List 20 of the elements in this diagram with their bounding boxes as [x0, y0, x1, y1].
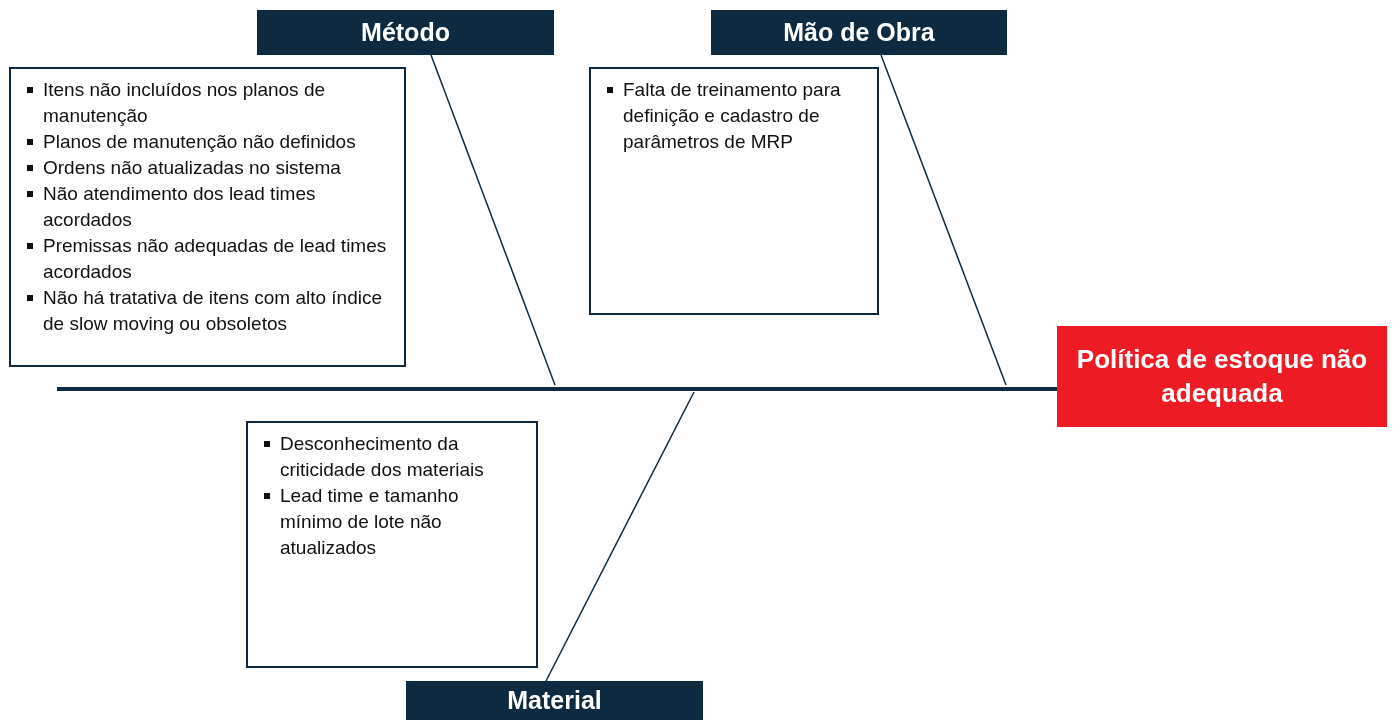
- cause-text: Não há tratativa de itens com alto índice de slow moving ou obsoletos: [43, 287, 383, 334]
- category-header: Material: [406, 681, 703, 720]
- cause-text: Itens não incluídos nos planos de manutenção: [43, 79, 326, 126]
- cause-text: Premissas não adequadas de lead times acordados: [43, 235, 387, 282]
- spine-line: [57, 387, 1057, 391]
- bone-line: [430, 54, 556, 386]
- cause-text: Ordens não atualizadas no sistema: [43, 157, 341, 178]
- cause-box: [589, 67, 879, 315]
- cause-text: Desconhecimento da criticidade dos materiais: [280, 433, 484, 480]
- effect-box: Política de estoque não adequada: [1057, 326, 1387, 427]
- cause-text: Planos de manutenção não definidos: [43, 131, 356, 152]
- cause-text: Falta de treinamento para definição e cadastro de parâmetros de MRP: [623, 79, 841, 152]
- cause-box: [246, 421, 538, 668]
- cause-box: [9, 67, 406, 367]
- bone-line: [545, 391, 695, 682]
- category-header: Mão de Obra: [711, 10, 1007, 55]
- cause-text: Lead time e tamanho mínimo de lote não atualizados: [280, 485, 459, 558]
- cause-text: Não atendimento dos lead times acordados: [43, 183, 316, 230]
- bone-line: [880, 54, 1007, 386]
- category-header: Método: [257, 10, 554, 55]
